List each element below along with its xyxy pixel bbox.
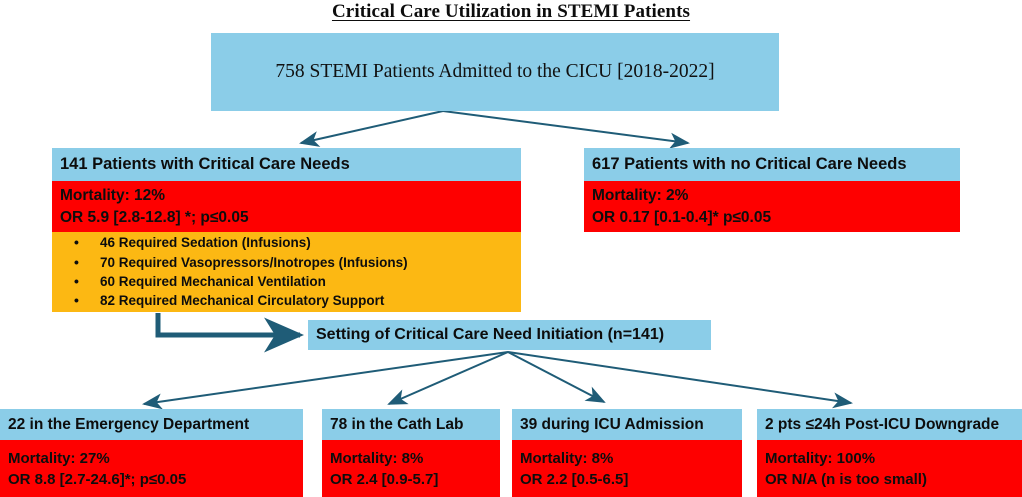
- setting-stats-emergency-department: Mortality: 27% OR 8.8 [2.7-24.6]*; p≤0.0…: [0, 440, 303, 497]
- setting-stats-cath-lab: Mortality: 8% OR 2.4 [0.9-5.7]: [322, 440, 500, 497]
- branch-header-critical-care-needs: 141 Patients with Critical Care Needs: [52, 148, 521, 181]
- odds-ratio-value: OR 8.8 [2.7-24.6]*; p≤0.05: [8, 471, 187, 488]
- setting-header-label: 22 in the Emergency Department: [8, 415, 250, 433]
- setting-of-initiation-box: Setting of Critical Care Need Initiation…: [308, 320, 711, 350]
- setting-stats-post-icu-downgrade: Mortality: 100% OR N/A (n is too small): [757, 440, 1022, 497]
- branch-stats-no-critical-care-needs: Mortality: 2% OR 0.17 [0.1-0.4]* p≤0.05: [584, 181, 960, 232]
- branch-header-label: 617 Patients with no Critical Care Needs: [592, 155, 907, 174]
- list-item: 60 Required Mechanical Ventilation: [74, 271, 521, 291]
- setting-header-post-icu-downgrade: 2 pts ≤24h Post-ICU Downgrade: [757, 409, 1022, 440]
- setting-header-label: 78 in the Cath Lab: [330, 415, 464, 433]
- mortality-value: Mortality: 27%: [8, 449, 110, 467]
- branch-stats-critical-care-needs: Mortality: 12% OR 5.9 [2.8-12.8] *; p≤0.…: [52, 181, 521, 232]
- setting-header-label: 2 pts ≤24h Post-ICU Downgrade: [765, 415, 1000, 433]
- odds-ratio-value: OR 0.17 [0.1-0.4]* p≤0.05: [592, 208, 772, 226]
- setting-header-cath-lab: 78 in the Cath Lab: [322, 409, 500, 440]
- list-item: 82 Required Mechanical Circulatory Suppo…: [74, 290, 521, 310]
- mortality-value: Mortality: 2%: [592, 186, 689, 204]
- setting-header-label: 39 during ICU Admission: [520, 415, 704, 433]
- mortality-value: Mortality: 100%: [765, 449, 876, 467]
- mortality-value: Mortality: 8%: [520, 449, 614, 467]
- list-item: 70 Required Vasopressors/Inotropes (Infu…: [74, 252, 521, 272]
- branch-interventions-list: 46 Required Sedation (Infusions) 70 Requ…: [52, 232, 521, 312]
- interventions-list: 46 Required Sedation (Infusions) 70 Requ…: [52, 232, 521, 310]
- setting-header-icu-admission: 39 during ICU Admission: [512, 409, 742, 440]
- odds-ratio-value: OR 2.2 [0.5-6.5]: [520, 471, 629, 488]
- mortality-value: Mortality: 8%: [330, 449, 424, 467]
- odds-ratio-value: OR N/A (n is too small): [765, 471, 927, 488]
- page-title: Critical Care Utilization in STEMI Patie…: [331, 1, 691, 22]
- mortality-value: Mortality: 12%: [60, 186, 166, 204]
- list-item: 46 Required Sedation (Infusions): [74, 232, 521, 252]
- branch-header-label: 141 Patients with Critical Care Needs: [60, 155, 350, 174]
- setting-stats-icu-admission: Mortality: 8% OR 2.2 [0.5-6.5]: [512, 440, 742, 497]
- cohort-box-total: 758 STEMI Patients Admitted to the CICU …: [211, 33, 779, 111]
- setting-of-initiation-label: Setting of Critical Care Need Initiation…: [316, 326, 665, 343]
- branch-header-no-critical-care-needs: 617 Patients with no Critical Care Needs: [584, 148, 960, 181]
- odds-ratio-value: OR 5.9 [2.8-12.8] *; p≤0.05: [60, 208, 249, 226]
- odds-ratio-value: OR 2.4 [0.9-5.7]: [330, 471, 439, 488]
- cohort-total-label: 758 STEMI Patients Admitted to the CICU …: [275, 61, 715, 83]
- setting-header-emergency-department: 22 in the Emergency Department: [0, 409, 303, 440]
